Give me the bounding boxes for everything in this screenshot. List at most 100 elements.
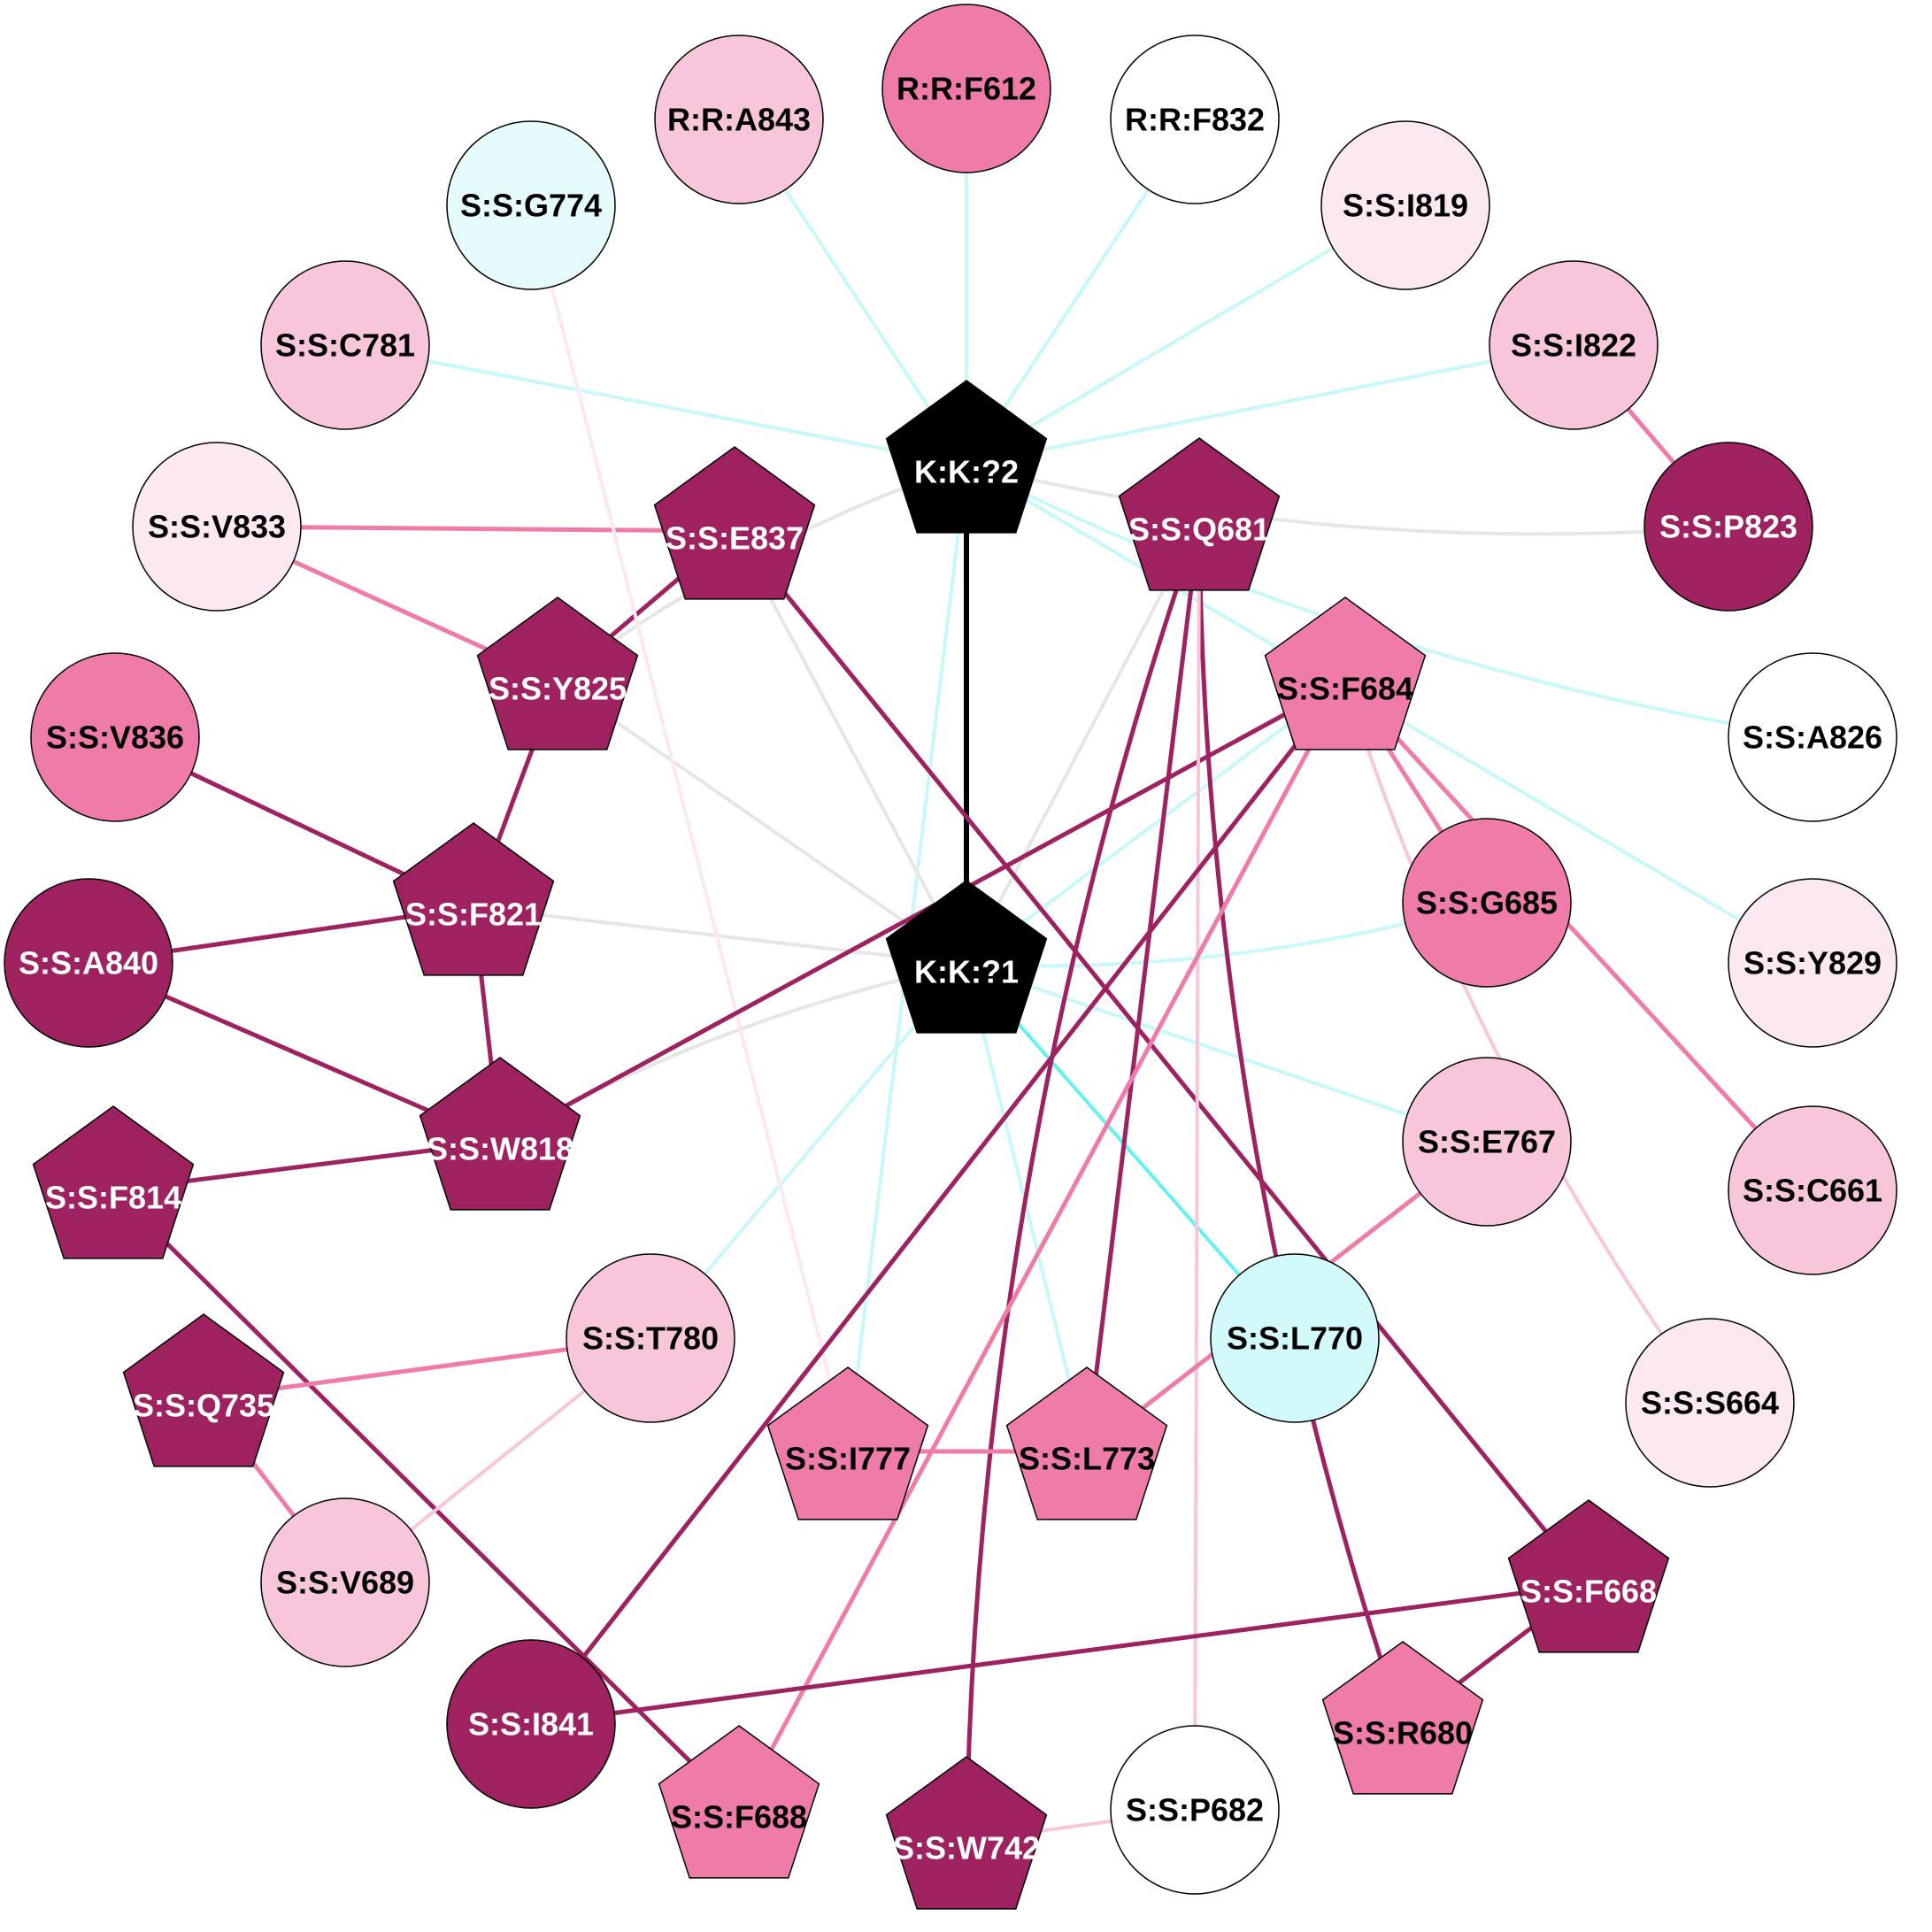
node-label: S:S:R680 [1333,1715,1473,1751]
node-s664[interactable]: S:S:S664 [1625,1318,1795,1488]
node-label: S:S:F814 [45,1180,181,1216]
node-f832[interactable]: R:R:F832 [1110,35,1280,204]
circle-node-shape [446,120,616,290]
node-label: S:S:P682 [1126,1792,1264,1828]
node-i822[interactable]: S:S:I822 [1489,260,1659,430]
node-f612[interactable]: R:R:F612 [881,4,1051,173]
edge-f684-s664 [1343,681,1712,1405]
node-v689[interactable]: S:S:V689 [260,1497,430,1667]
edge-f814-f688 [112,1189,741,1812]
pentagon-node-shape [1005,1366,1168,1520]
node-label: S:S:I822 [1511,327,1636,364]
node-c781[interactable]: S:S:C781 [260,260,430,430]
node-y829[interactable]: S:S:Y829 [1728,878,1897,1048]
edge-g774-i777 [529,204,850,1452]
edge-k2-c781 [344,343,967,466]
node-k2[interactable]: K:K:?2 [885,380,1048,534]
edge-e837-f668 [733,529,1590,1586]
edge-f684-c661 [1343,680,1814,1192]
circle-node-shape [1110,1725,1280,1895]
node-label: S:S:G685 [1416,885,1558,921]
node-v836[interactable]: S:S:V836 [30,652,200,822]
node-p823[interactable]: S:S:P823 [1643,442,1813,612]
node-w742[interactable]: S:S:W742 [885,1756,1048,1910]
node-w818[interactable]: S:S:W818 [419,1057,581,1211]
node-i777[interactable]: S:S:I777 [766,1366,929,1520]
node-i841[interactable]: S:S:I841 [446,1639,616,1809]
node-label: S:S:E767 [1418,1124,1556,1160]
pentagon-node-shape [766,1366,929,1520]
node-r680[interactable]: S:S:R680 [1321,1641,1484,1795]
node-label: S:S:I777 [785,1441,911,1477]
node-p682[interactable]: S:S:P682 [1110,1725,1280,1895]
node-label: S:S:V836 [46,720,184,756]
pentagon-node-shape [1321,1641,1484,1795]
circle-node-shape [1489,260,1659,430]
circle-node-shape [260,260,430,430]
edge-k1-y825 [556,680,968,966]
node-f821[interactable]: S:S:F821 [392,822,555,976]
node-y825[interactable]: S:S:Y825 [476,597,639,750]
node-c661[interactable]: S:S:C661 [1728,1105,1897,1275]
node-k1[interactable]: K:K:?1 [885,880,1048,1034]
node-label: S:S:C661 [1743,1173,1882,1209]
pentagon-node-shape [653,446,816,600]
node-a840[interactable]: S:S:A840 [4,878,173,1048]
node-label: S:S:G774 [460,188,602,224]
node-f814[interactable]: S:S:F814 [32,1105,195,1259]
circle-node-shape [446,1639,616,1809]
node-a826[interactable]: S:S:A826 [1728,652,1897,822]
node-g774[interactable]: S:S:G774 [446,120,616,290]
pentagon-node-shape [32,1105,195,1259]
pentagon-node-shape [1264,597,1427,750]
circle-node-shape [1625,1318,1795,1488]
node-label: S:S:S664 [1641,1385,1779,1421]
edge-f684-i841 [529,680,1347,1726]
circle-node-shape [1402,818,1572,988]
pentagon-node-shape [122,1313,285,1467]
node-label: K:K:?2 [914,454,1019,490]
node-label: S:S:F668 [1520,1574,1657,1610]
node-label: S:S:Y829 [1743,945,1882,981]
node-a843[interactable]: R:R:A843 [654,35,824,204]
node-e767[interactable]: S:S:E767 [1402,1057,1572,1227]
node-e837[interactable]: S:S:E837 [653,446,816,600]
pentagon-node-shape [658,1725,820,1879]
node-label: S:S:Y825 [489,671,627,707]
node-l773[interactable]: S:S:L773 [1005,1366,1168,1520]
circle-node-shape [132,442,302,612]
node-label: R:R:F612 [897,71,1036,107]
node-label: S:S:F821 [405,897,542,933]
edge-k2-p823 [966,463,1729,536]
node-label: K:K:?1 [914,954,1019,990]
edge-q681-l773 [1084,521,1202,1452]
node-label: S:S:F688 [671,1799,807,1836]
node-label: R:R:F832 [1125,102,1265,138]
node-i819[interactable]: S:S:I819 [1320,120,1490,290]
pentagon-node-shape [885,380,1048,534]
pentagon-node-shape [476,597,639,750]
edges-layer [88,89,1814,1843]
node-q681[interactable]: S:S:Q681 [1118,437,1281,591]
edge-k1-e837 [733,530,968,966]
edge-k1-e767 [966,963,1488,1143]
circle-node-shape [1728,652,1897,822]
node-t780[interactable]: S:S:T780 [566,1253,735,1423]
circle-node-shape [1728,1105,1897,1275]
node-g685[interactable]: S:S:G685 [1402,818,1572,988]
edge-k1-q681 [965,521,1201,966]
node-v833[interactable]: S:S:V833 [132,442,302,612]
node-label: S:S:A840 [19,945,158,981]
node-label: S:S:W818 [427,1131,573,1167]
node-label: S:S:L773 [1019,1441,1155,1477]
node-q735[interactable]: S:S:Q735 [122,1313,285,1467]
node-f668[interactable]: S:S:F668 [1507,1499,1670,1653]
node-f688[interactable]: S:S:F688 [658,1725,820,1879]
pentagon-node-shape [1118,437,1281,591]
node-label: S:S:P823 [1659,509,1797,545]
node-l770[interactable]: S:S:L770 [1210,1253,1380,1423]
circle-node-shape [1728,878,1897,1048]
circle-node-shape [4,878,173,1048]
circle-node-shape [260,1497,430,1667]
node-f684[interactable]: S:S:F684 [1264,597,1427,750]
